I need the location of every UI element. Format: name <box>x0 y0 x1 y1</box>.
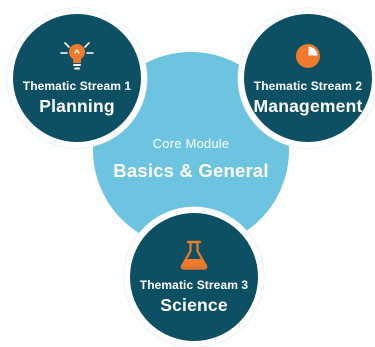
pie-chart-icon <box>288 40 328 72</box>
stream-2-circle: Thematic Stream 2 Management <box>238 8 375 148</box>
stream-3-title: Science <box>160 294 228 315</box>
stream-2-title: Management <box>253 95 363 116</box>
stream-2-subtitle: Thematic Stream 2 <box>253 78 363 93</box>
stream-1-subtitle: Thematic Stream 1 <box>22 78 132 93</box>
stream-1-circle: Thematic Stream 1 Planning <box>7 8 147 148</box>
stream-3-subtitle: Thematic Stream 3 <box>139 277 249 292</box>
flask-icon <box>174 239 214 271</box>
stream-3-circle: Thematic Stream 3 Science <box>124 207 264 347</box>
module-diagram: Core Module Basics & General Thematic St… <box>7 8 375 347</box>
core-module-subtitle: Core Module <box>152 136 230 151</box>
core-module-title: Basics & General <box>113 160 269 181</box>
stream-1-title: Planning <box>39 95 115 116</box>
lightbulb-icon <box>57 40 97 72</box>
